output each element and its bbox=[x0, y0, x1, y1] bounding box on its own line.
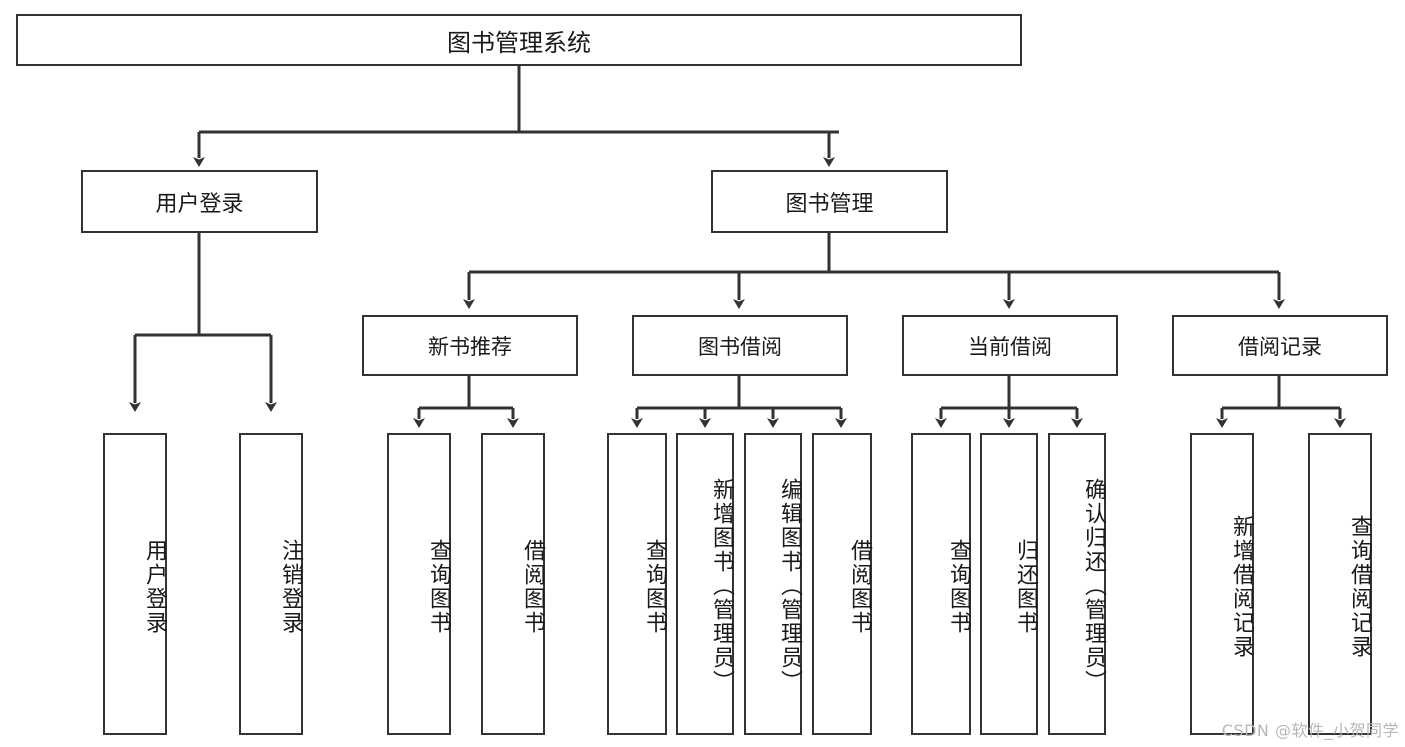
leaf-add-book[interactable]: 新增图书（管理员） bbox=[676, 433, 734, 735]
leaf-edit-book[interactable]: 编辑图书（管理员） bbox=[744, 433, 802, 735]
leaf-query-borrow-record[interactable]: 查询借阅记录 bbox=[1308, 433, 1372, 735]
leaf-add-borrow-record[interactable]: 新增借阅记录 bbox=[1190, 433, 1254, 735]
node-root[interactable]: 图书管理系统 bbox=[16, 14, 1022, 66]
leaf-user-login[interactable]: 用户登录 bbox=[103, 433, 167, 735]
node-current-borrow[interactable]: 当前借阅 bbox=[902, 315, 1118, 376]
leaf-logout-login[interactable]: 注销登录 bbox=[239, 433, 303, 735]
leaf-query-book-recommend[interactable]: 查询图书 bbox=[387, 433, 451, 735]
node-book-borrow[interactable]: 图书借阅 bbox=[632, 315, 848, 376]
leaf-borrow-book-borrow[interactable]: 借阅图书 bbox=[812, 433, 872, 735]
leaf-query-book-borrow[interactable]: 查询图书 bbox=[607, 433, 667, 735]
leaf-borrow-book-recommend[interactable]: 借阅图书 bbox=[481, 433, 545, 735]
leaf-query-book-current[interactable]: 查询图书 bbox=[911, 433, 971, 735]
node-user-login[interactable]: 用户登录 bbox=[81, 170, 318, 233]
node-new-book-recommend[interactable]: 新书推荐 bbox=[362, 315, 578, 376]
node-book-manage[interactable]: 图书管理 bbox=[711, 170, 948, 233]
leaf-confirm-return[interactable]: 确认归还（管理员） bbox=[1048, 433, 1106, 735]
leaf-return-book[interactable]: 归还图书 bbox=[980, 433, 1038, 735]
node-borrow-record[interactable]: 借阅记录 bbox=[1172, 315, 1388, 376]
